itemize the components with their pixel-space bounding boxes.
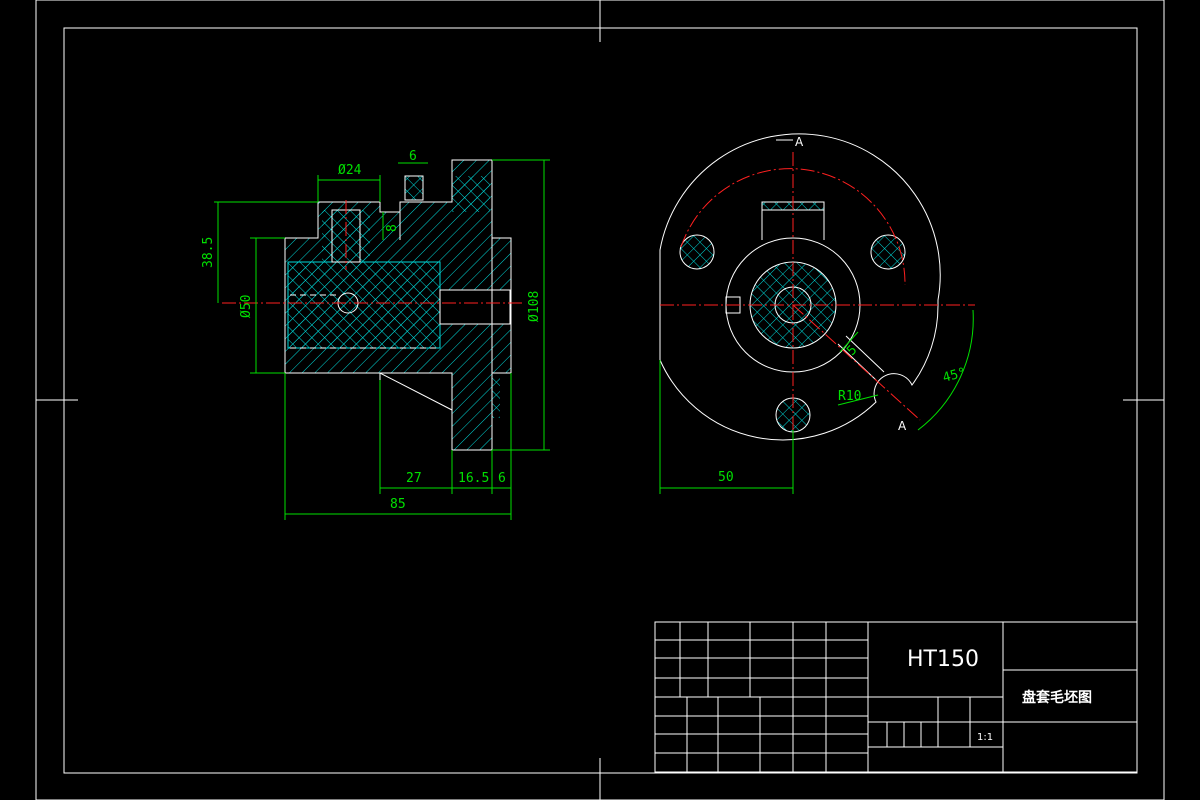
dim-50-label: 50 bbox=[718, 470, 734, 485]
taper-line bbox=[379, 372, 453, 411]
dim-d24-label: Ø24 bbox=[338, 163, 362, 178]
title-block-grid bbox=[655, 622, 1137, 772]
diag-centerline bbox=[792, 304, 921, 421]
flange-crosshatch-bottom bbox=[492, 378, 500, 418]
end-view: A A 5 R10 45° 50 bbox=[659, 133, 975, 494]
sheet-frame bbox=[35, 0, 1165, 800]
section-label-bottom: A bbox=[898, 419, 907, 433]
dim-6-label: 6 bbox=[498, 471, 506, 486]
dim-16-5-label: 16.5 bbox=[458, 471, 489, 486]
drawing-name: 盘套毛坯图 bbox=[1022, 689, 1092, 706]
material-label: HT150 bbox=[907, 647, 979, 672]
dim-45-label: 45° bbox=[941, 365, 968, 386]
dim-38-5-label: 38.5 bbox=[201, 237, 216, 268]
title-block: HT150 盘套毛坯图 1:1 bbox=[654, 621, 1138, 773]
dim-slot-width-label: 6 bbox=[409, 149, 417, 164]
dim-d50-label: Ø50 bbox=[239, 295, 254, 318]
slot-detail-hatch bbox=[404, 175, 424, 201]
section-dimensions: Ø24 6 8 38.5 Ø50 Ø108 27 16.5 bbox=[201, 149, 550, 520]
flange-crosshatch-top bbox=[452, 176, 490, 212]
radial-slot bbox=[837, 335, 885, 381]
dim-line-r10 bbox=[837, 394, 879, 406]
bolt-hole-right bbox=[870, 234, 906, 270]
dim-r10-label: R10 bbox=[838, 389, 861, 404]
center-bore-void bbox=[439, 289, 511, 325]
bolt-circle bbox=[680, 168, 906, 286]
bore-crosshatch bbox=[287, 261, 441, 349]
outer-border bbox=[35, 0, 1165, 800]
end-dimensions: 5 R10 45° 50 bbox=[659, 309, 974, 494]
dim-slot-depth-label: 8 bbox=[385, 224, 400, 232]
dim-27-label: 27 bbox=[406, 471, 422, 486]
section-view: Ø24 6 8 38.5 Ø50 Ø108 27 16.5 bbox=[201, 149, 550, 520]
dim-85-label: 85 bbox=[390, 497, 406, 512]
dim-d108-label: Ø108 bbox=[527, 291, 542, 322]
dim-line-5 bbox=[839, 331, 859, 353]
dim-arc-45 bbox=[917, 309, 974, 431]
scale-label: 1:1 bbox=[977, 732, 993, 743]
section-label-top: A bbox=[795, 135, 804, 149]
flange-outline bbox=[659, 133, 941, 441]
bolt-hole-left bbox=[679, 234, 715, 270]
dim-5-label: 5 bbox=[844, 343, 860, 359]
